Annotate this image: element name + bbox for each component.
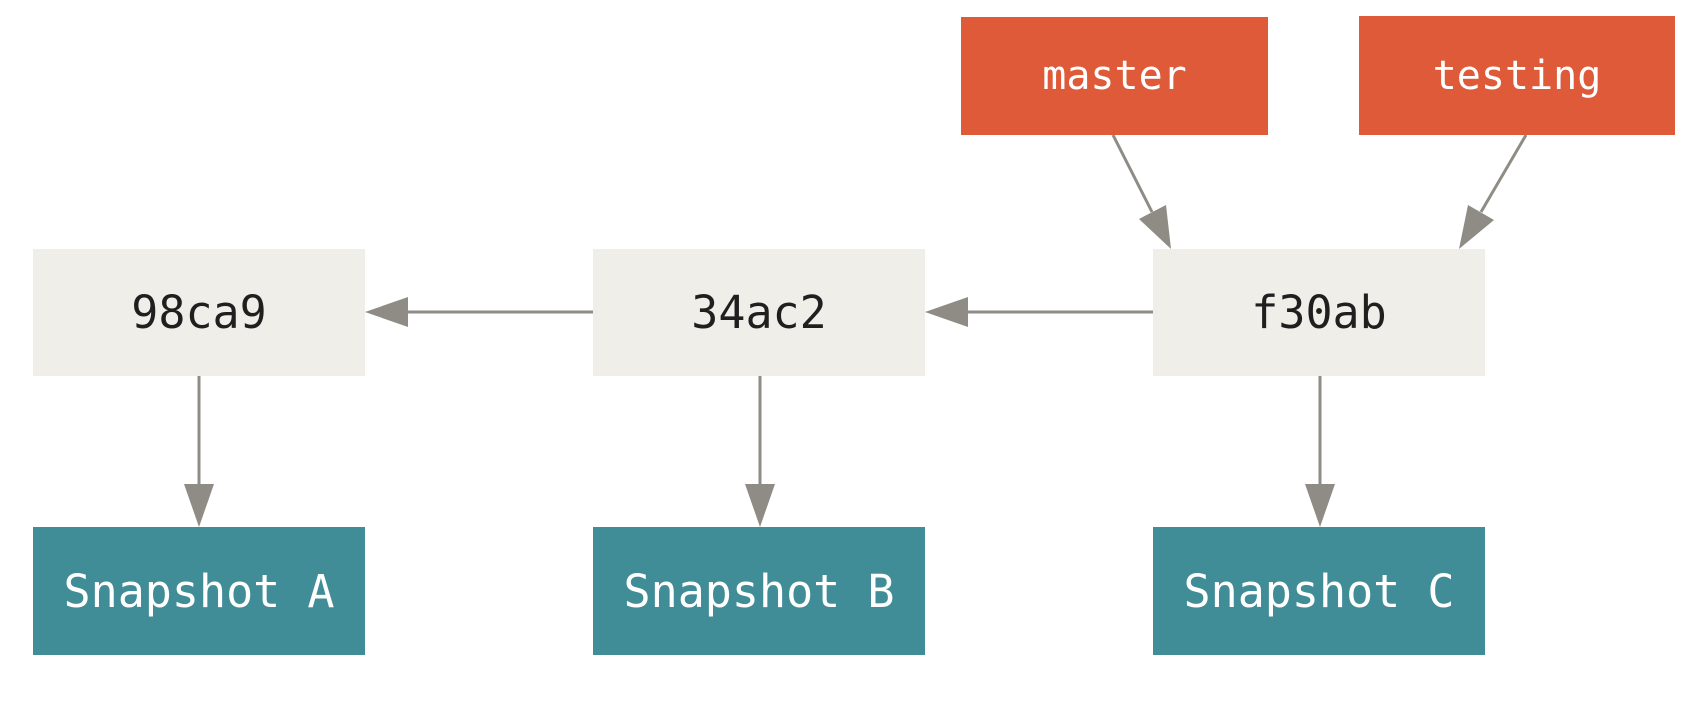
snapshot-c: Snapshot C: [1153, 527, 1485, 655]
branch-master: master: [961, 17, 1268, 135]
commit-f30ab: f30ab: [1153, 249, 1485, 376]
snapshot-b-label: Snapshot B: [623, 564, 895, 618]
commit-98ca9-label: 98ca9: [131, 286, 267, 339]
snapshot-c-label: Snapshot C: [1183, 564, 1455, 618]
commit-34ac2: 34ac2: [593, 249, 925, 376]
snapshot-a: Snapshot A: [33, 527, 365, 655]
arrow-f30ab-to-34ac2: [925, 297, 1153, 327]
arrow-f30ab-to-snapshot-c: [1305, 376, 1335, 527]
arrow-master-to-f30ab: [1111, 134, 1171, 249]
branch-testing-label: testing: [1432, 52, 1602, 99]
arrow-34ac2-to-snapshot-b: [745, 376, 775, 527]
arrow-testing-to-f30ab: [1459, 134, 1528, 249]
snapshot-a-label: Snapshot A: [63, 564, 335, 618]
commit-f30ab-label: f30ab: [1251, 286, 1387, 339]
arrow-98ca9-to-snapshot-a: [184, 376, 214, 527]
branch-master-label: master: [1042, 53, 1187, 99]
branch-testing: testing: [1359, 16, 1675, 135]
commit-98ca9: 98ca9: [33, 249, 365, 376]
arrow-34ac2-to-98ca9: [365, 297, 593, 327]
commit-34ac2-label: 34ac2: [691, 286, 827, 339]
snapshot-b: Snapshot B: [593, 527, 925, 655]
